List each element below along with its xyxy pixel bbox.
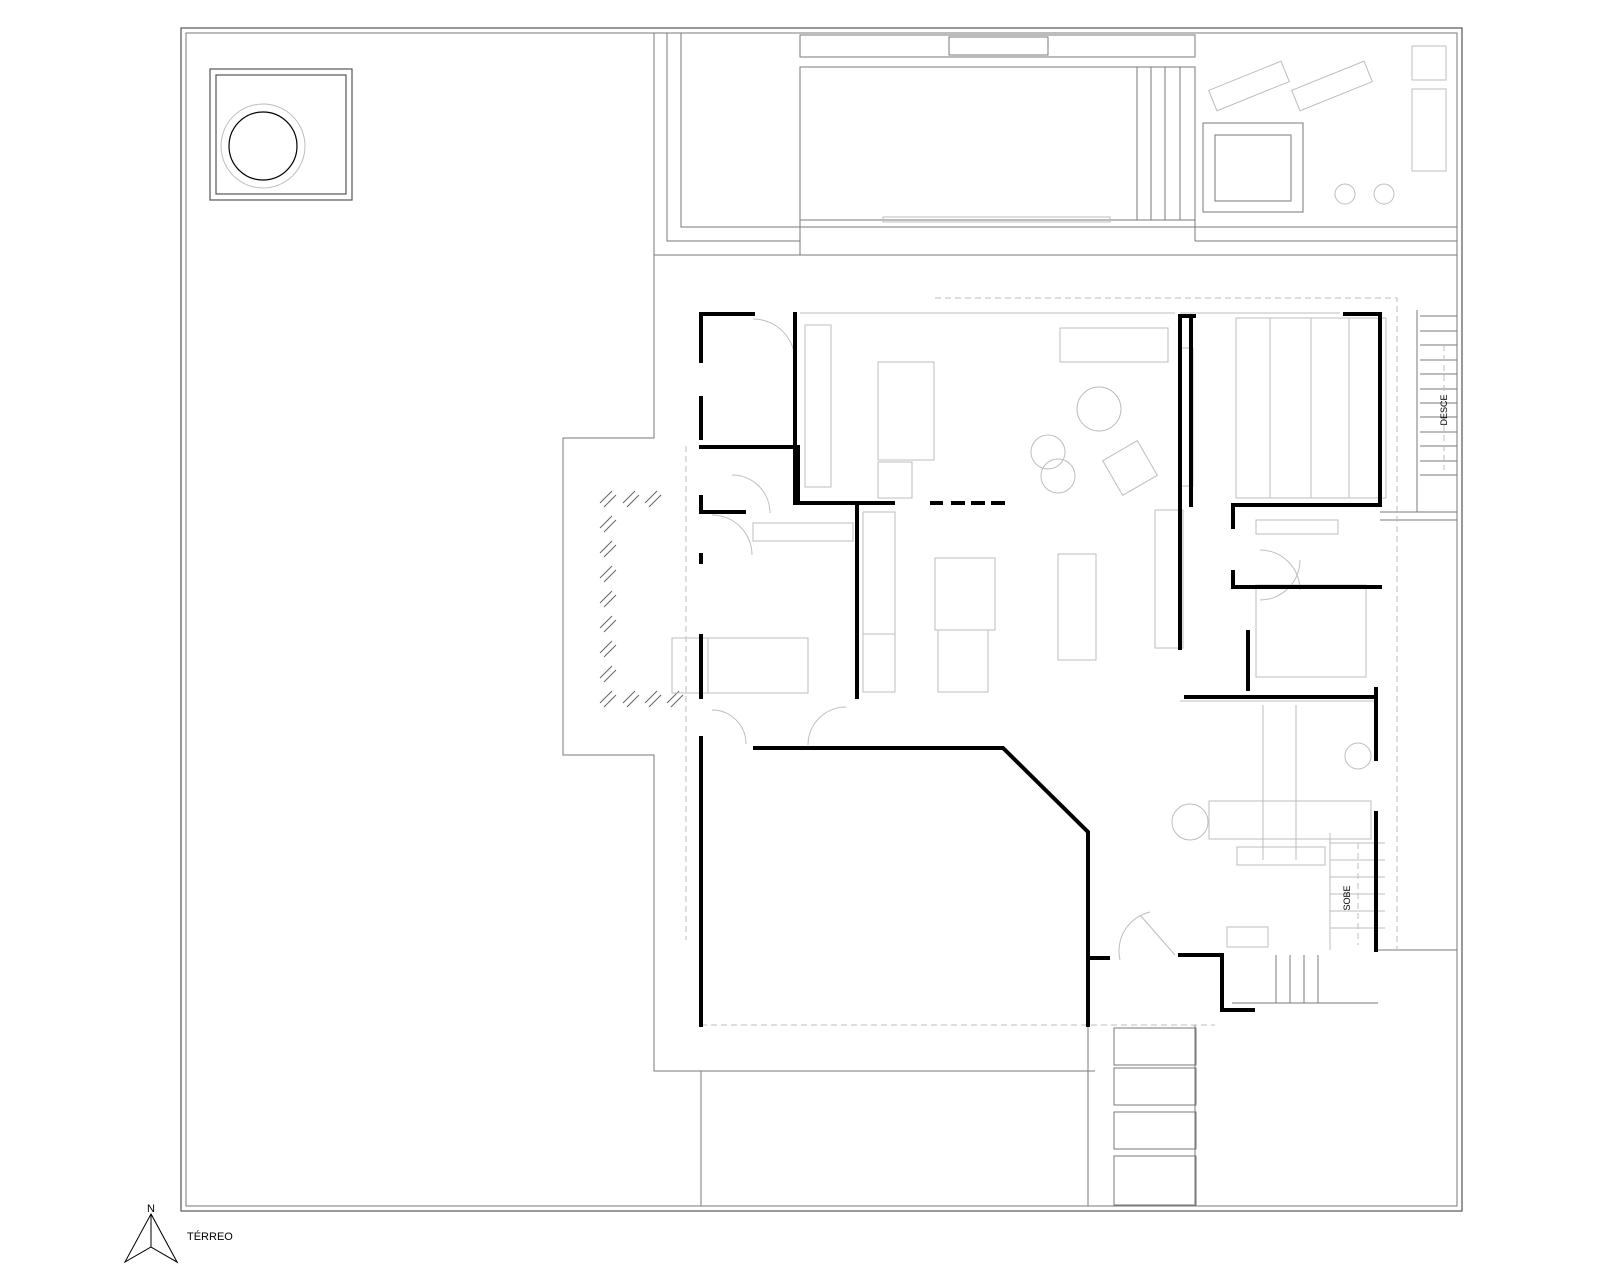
stairs-down-label: DESCE bbox=[1439, 394, 1449, 425]
lot-boundary bbox=[180, 27, 1463, 1212]
eave-line bbox=[935, 297, 1398, 950]
lot-inner-boundary bbox=[185, 32, 1458, 1207]
stairs-up-label: SOBE bbox=[1342, 885, 1352, 910]
north-label: N bbox=[147, 1203, 155, 1215]
pergola-hatch bbox=[599, 490, 684, 708]
walls bbox=[699, 312, 1382, 1027]
interior-context bbox=[671, 312, 1387, 948]
pool-area bbox=[653, 33, 1457, 256]
level-label: TÉRREO bbox=[187, 1230, 233, 1243]
door-swings bbox=[711, 318, 1301, 961]
terrace-outline bbox=[562, 255, 1095, 1072]
north-arrow bbox=[123, 1212, 179, 1264]
cistern bbox=[209, 68, 353, 201]
stairs-down bbox=[1420, 315, 1457, 476]
entry-steps bbox=[1113, 1027, 1197, 1206]
